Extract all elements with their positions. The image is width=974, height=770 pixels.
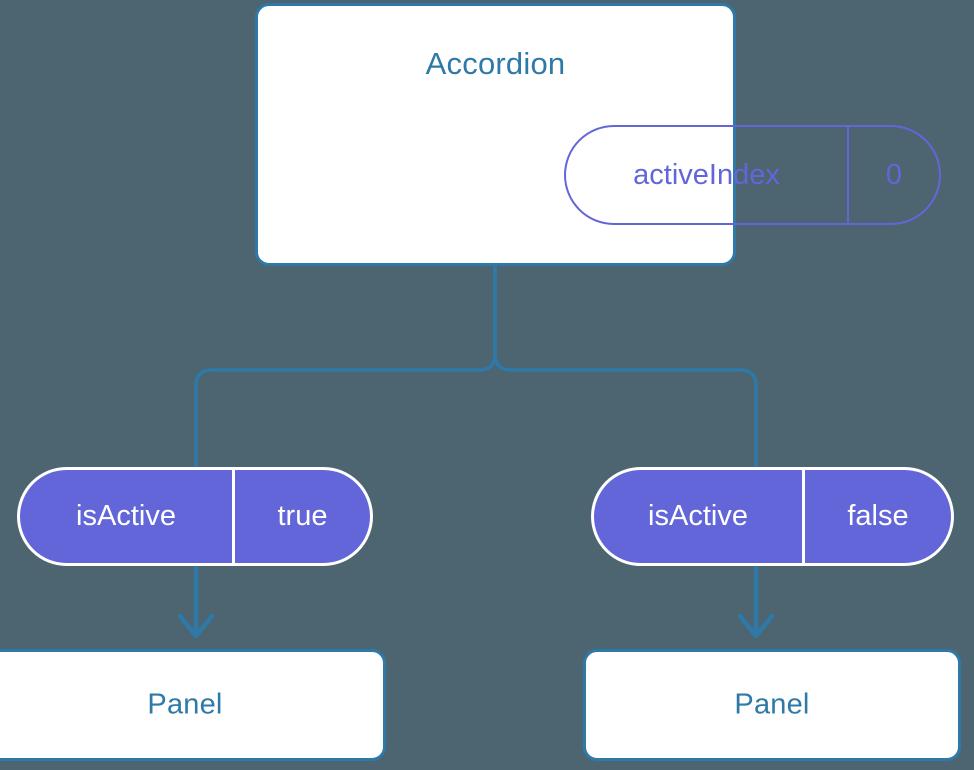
prop-pill-value: false [847,500,909,532]
connector-root-to-left [194,264,497,469]
panel-component-card-left[interactable]: Panel [0,649,386,761]
prop-pill-is-active-true[interactable]: isActive true [17,467,373,566]
panel-component-title: Panel [147,688,223,721]
prop-pill-key: isActive [594,470,805,563]
connector-root-to-right [493,264,758,469]
prop-pill-key: isActive [20,470,235,563]
panel-component-title: Panel [734,688,810,721]
prop-pill-is-active-false[interactable]: isActive false [591,467,954,566]
accordion-component-card[interactable]: Accordion activeIndex 0 [255,3,941,266]
prop-pill-value: true [277,500,328,532]
panel-component-card-right[interactable]: Panel [583,649,961,761]
state-pill-key: activeIndex [566,127,849,223]
state-pill-value: 0 [885,158,903,191]
arrow-down-icon-left [177,564,215,639]
state-pill-active-index[interactable]: activeIndex 0 [564,125,941,225]
accordion-component-title: Accordion [425,46,566,81]
arrow-down-icon-right [737,564,775,639]
